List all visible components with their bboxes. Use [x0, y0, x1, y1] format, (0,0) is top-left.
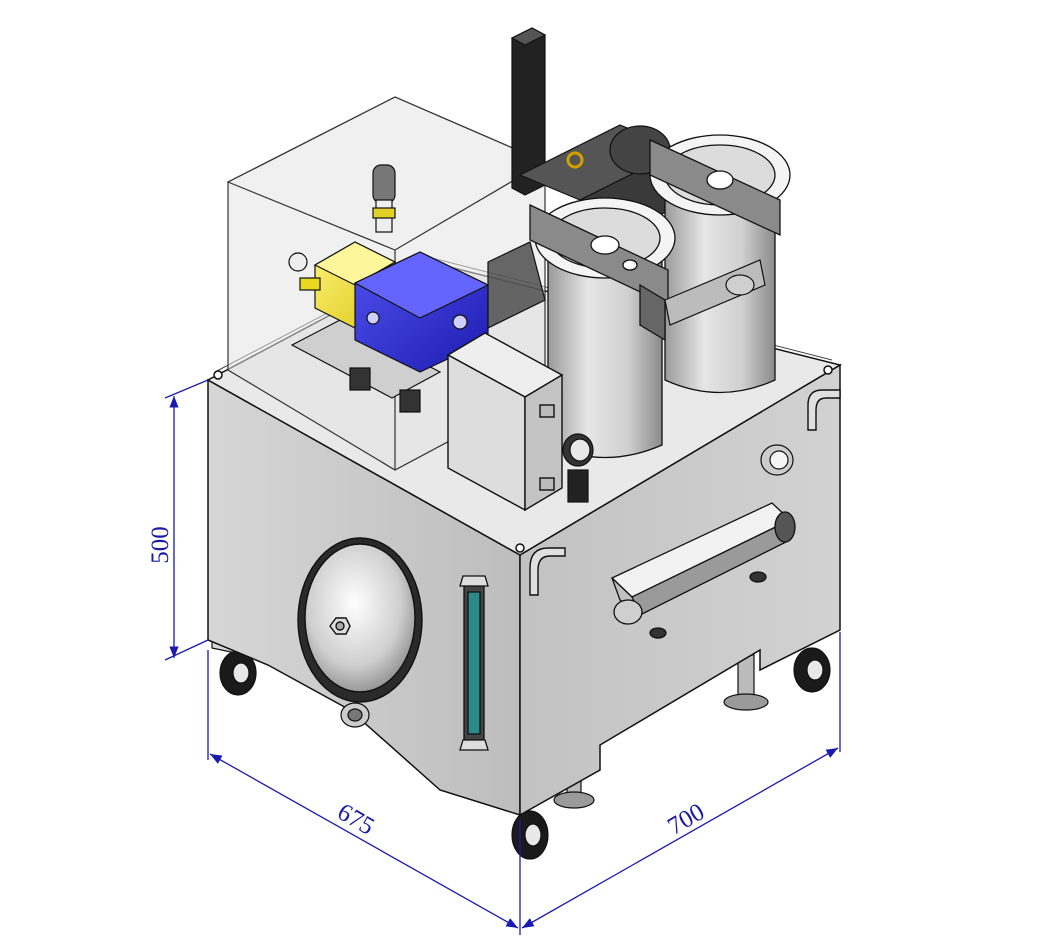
leveling-foot-1 [723, 654, 769, 711]
dimension-width-left-label: 675 [333, 798, 379, 840]
pressure-gauge-top [372, 164, 396, 233]
lifting-eye-icon [566, 151, 584, 169]
pump-coupling [487, 241, 546, 329]
return-filter-rear [649, 134, 791, 394]
suction-strainer [610, 502, 796, 639]
level-sight-glass [459, 575, 489, 751]
breather-port [760, 444, 794, 476]
dimension-width-right-label: 700 [663, 798, 709, 840]
tank-handles [529, 389, 841, 596]
pump-assembly [288, 164, 546, 413]
dimension-lines [164, 379, 841, 935]
return-filter-front [529, 197, 676, 459]
electrical-junction-box [446, 332, 564, 512]
blue-pump-body [353, 251, 490, 373]
width-right-dim-line [521, 747, 839, 929]
filter-bracket [664, 259, 766, 326]
pressure-gauge-small [562, 433, 594, 503]
width-left-dim-line [209, 753, 519, 929]
inspection-cover [297, 537, 423, 703]
caster-right [793, 647, 831, 693]
dimension-height-label: 500 [147, 526, 174, 564]
front-fitting [340, 702, 370, 728]
filter-rear-clamp [649, 138, 781, 237]
handle-front [529, 547, 566, 596]
cover-bolt-icon [329, 617, 351, 635]
handle-right [807, 389, 841, 431]
